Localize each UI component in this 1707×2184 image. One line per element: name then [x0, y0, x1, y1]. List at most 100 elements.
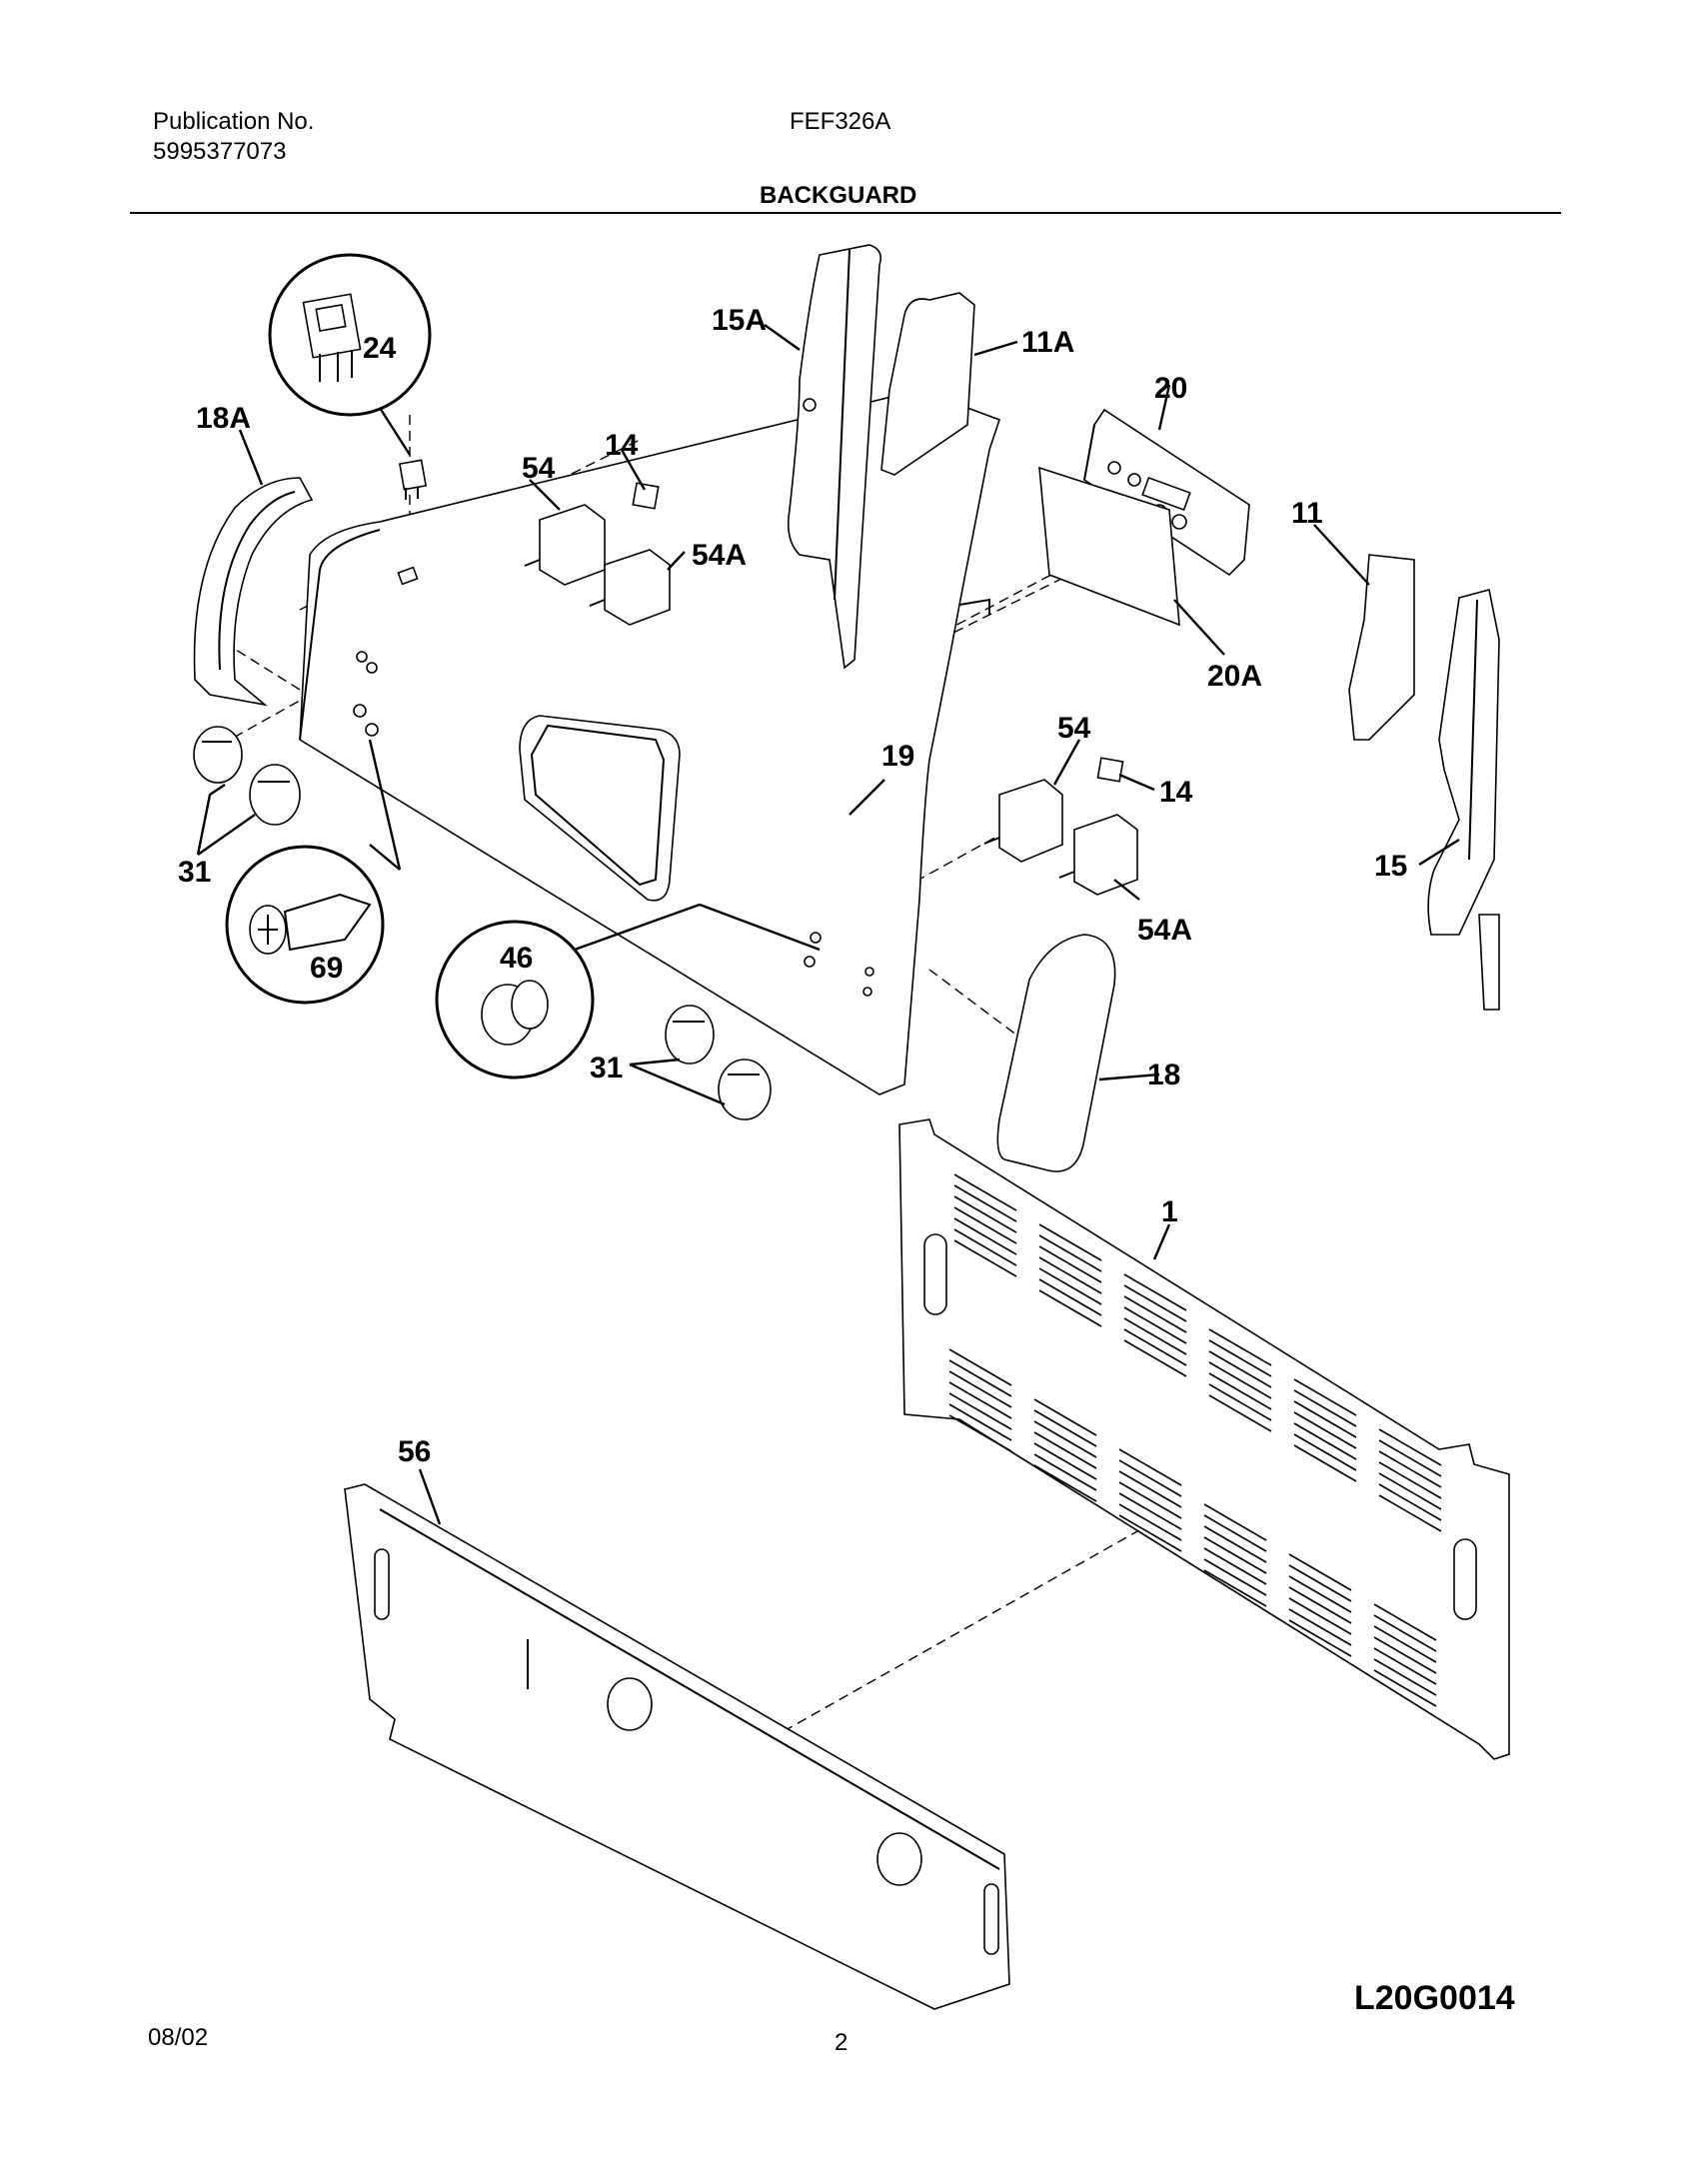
left-side-bracket	[787, 244, 882, 670]
vent-slot	[1373, 1658, 1437, 1696]
callout-20A: 20A	[1207, 660, 1262, 693]
vent-slot	[948, 1414, 1012, 1452]
vent-slot	[1378, 1450, 1442, 1488]
vent-slot	[953, 1173, 1017, 1211]
detail-circle-knob-stem	[435, 903, 821, 1080]
vent-slot	[1038, 1245, 1102, 1283]
vent-slot	[1373, 1636, 1437, 1674]
vent-slot	[1288, 1619, 1352, 1657]
vent-slot	[1033, 1453, 1097, 1491]
vent-slot	[1033, 1409, 1097, 1447]
callout-15A: 15A	[712, 304, 767, 337]
vent-slot	[1033, 1398, 1097, 1436]
vent-slot	[1378, 1483, 1442, 1521]
callout-14-lower: 14	[1159, 776, 1193, 809]
right-side-bracket	[1427, 589, 1500, 1011]
vent-slot	[1373, 1647, 1437, 1685]
vent-slot	[1203, 1569, 1267, 1607]
detail-circle-switch	[268, 253, 432, 456]
vent-slot	[948, 1348, 1012, 1386]
callout-24: 24	[363, 332, 397, 365]
callout-69: 69	[310, 952, 343, 985]
callout-31-left: 31	[178, 856, 211, 889]
vent-slot	[948, 1370, 1012, 1408]
vent-slot	[1038, 1223, 1102, 1261]
callout-54A-upper: 54A	[692, 539, 747, 572]
vent-slot	[1373, 1625, 1437, 1663]
vent-slot	[1033, 1464, 1097, 1502]
vent-slot	[953, 1195, 1017, 1233]
indicator-light-lower	[1096, 757, 1124, 783]
left-end-cap	[193, 477, 314, 707]
vent-slot	[1203, 1536, 1267, 1574]
vent-slot	[1038, 1234, 1102, 1272]
vent-slot	[1038, 1278, 1102, 1316]
vent-slot	[1118, 1514, 1182, 1552]
control-knobs-right	[665, 1005, 772, 1120]
vent-slot	[1123, 1339, 1187, 1377]
vent-slot	[1118, 1459, 1182, 1497]
callout-54A-lower: 54A	[1137, 914, 1192, 947]
vent-slot	[1203, 1547, 1267, 1585]
vent-slot	[1118, 1448, 1182, 1486]
vent-slot	[1208, 1383, 1272, 1421]
vent-slot	[1288, 1575, 1352, 1613]
vent-slot	[1033, 1431, 1097, 1469]
vent-slot	[1293, 1411, 1357, 1449]
vent-slot	[1123, 1317, 1187, 1355]
power-switch	[398, 459, 428, 500]
vent-slot	[948, 1359, 1012, 1397]
vent-slot	[1038, 1289, 1102, 1327]
callout-1: 1	[1161, 1195, 1178, 1228]
indicator-light-upper	[632, 482, 660, 510]
control-knobs-left	[193, 726, 301, 826]
callout-54-lower: 54	[1057, 712, 1091, 745]
vent-slot	[1118, 1481, 1182, 1519]
vent-slot	[1378, 1472, 1442, 1510]
infinite-switch-lower	[983, 779, 1138, 896]
footer-date: 08/02	[148, 2024, 209, 2051]
vent-slot	[1293, 1378, 1357, 1416]
vent-slot	[1293, 1444, 1357, 1482]
page-number: 2	[835, 2029, 849, 2056]
vent-slot	[948, 1381, 1012, 1419]
vent-slot	[1208, 1339, 1272, 1377]
vent-slot	[1038, 1256, 1102, 1294]
callout-14-upper: 14	[605, 429, 639, 462]
vent-slot	[1203, 1503, 1267, 1541]
vent-slot	[1118, 1492, 1182, 1530]
vent-slot	[1208, 1328, 1272, 1366]
vent-slot	[1378, 1439, 1442, 1477]
drawing-code: L20G0014	[1354, 1979, 1515, 2017]
callout-15: 15	[1374, 850, 1407, 883]
vent-slot	[1288, 1608, 1352, 1646]
model-number: FEF326A	[790, 108, 891, 135]
callout-18: 18	[1147, 1059, 1180, 1092]
backguard-console	[299, 392, 1001, 1095]
vent-slot	[953, 1239, 1017, 1277]
right-side-panel	[1348, 554, 1415, 741]
vent-slot	[1203, 1558, 1267, 1596]
vent-slot	[1208, 1350, 1272, 1388]
vent-slot	[1123, 1306, 1187, 1344]
vent-slot	[1288, 1597, 1352, 1635]
callout-leaders	[196, 324, 1460, 1525]
vent-slot	[1288, 1553, 1352, 1591]
callout-18A: 18A	[196, 402, 251, 435]
detail-circle-screw	[225, 739, 402, 1005]
vent-slot	[1288, 1586, 1352, 1624]
publication-label: Publication No.	[153, 108, 315, 135]
callout-46: 46	[500, 942, 533, 975]
rear-panel	[898, 1118, 1510, 1760]
left-side-panel	[880, 292, 975, 476]
vent-slot	[1118, 1470, 1182, 1508]
vent-slot	[1123, 1273, 1187, 1311]
callout-11A: 11A	[1021, 326, 1074, 359]
lower-rear-panel	[344, 1483, 1010, 2010]
section-title: BACKGUARD	[760, 182, 917, 209]
vent-slot	[948, 1392, 1012, 1430]
callout-20: 20	[1154, 372, 1187, 405]
header-rule	[130, 212, 1561, 214]
vent-slot	[1373, 1614, 1437, 1652]
vent-slot	[1293, 1422, 1357, 1460]
